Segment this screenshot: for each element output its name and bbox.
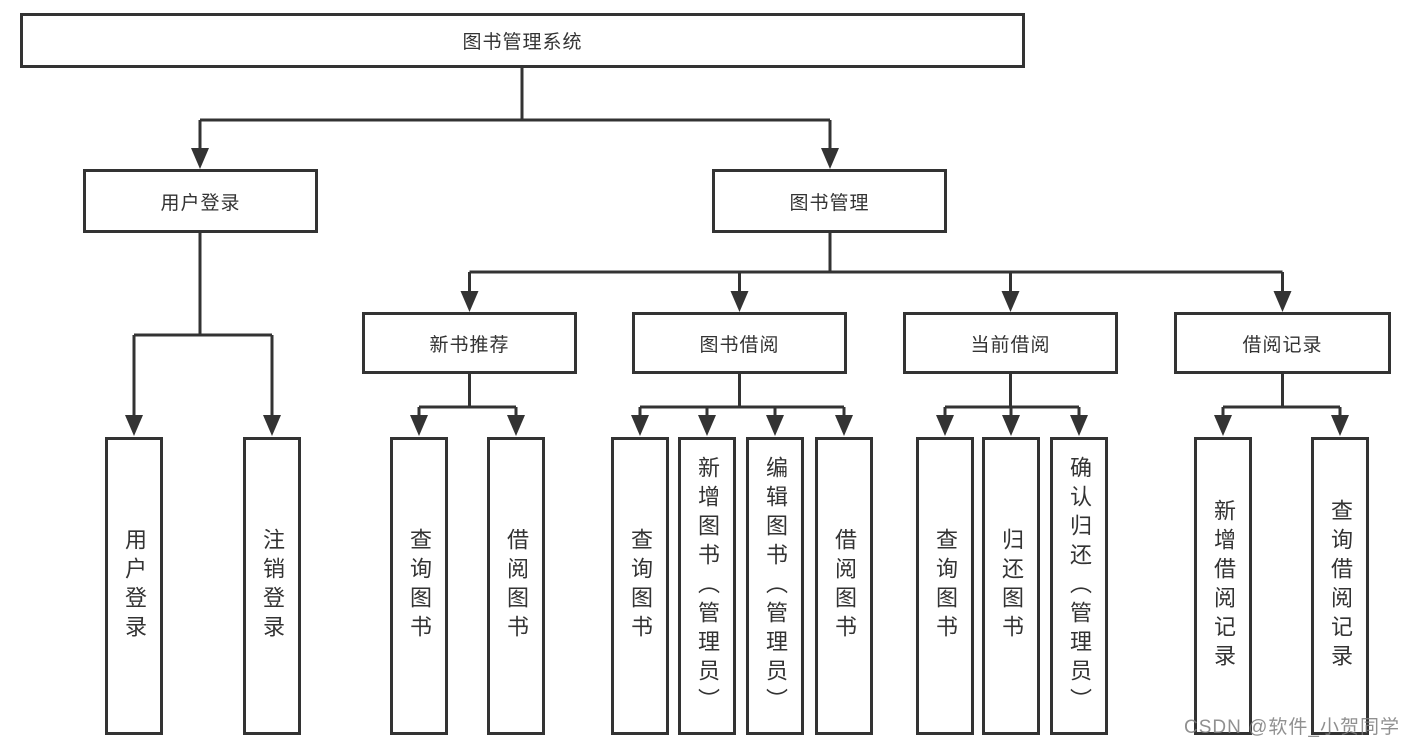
leaf-logout: 注销登录 bbox=[243, 437, 301, 735]
node-root-system: 图书管理系统 bbox=[20, 13, 1025, 68]
leaf-return-book: 归还图书 bbox=[982, 437, 1040, 735]
leaf-add-borrow-record: 新增借阅记录 bbox=[1194, 437, 1252, 735]
leaf-confirm-return-admin: 确认归还（管理员） bbox=[1050, 437, 1108, 735]
leaf-borrow-book: 借阅图书 bbox=[815, 437, 873, 735]
leaf-query-book-borrow: 查询图书 bbox=[611, 437, 669, 735]
node-new-book-recommend: 新书推荐 bbox=[362, 312, 577, 374]
leaf-query-book-recommend: 查询图书 bbox=[390, 437, 448, 735]
node-user-login: 用户登录 bbox=[83, 169, 318, 233]
arrowhead-icons bbox=[125, 148, 1349, 436]
leaf-query-book-current: 查询图书 bbox=[916, 437, 974, 735]
node-borrow-record: 借阅记录 bbox=[1174, 312, 1391, 374]
leaf-user-login: 用户登录 bbox=[105, 437, 163, 735]
leaf-borrow-book-recommend: 借阅图书 bbox=[487, 437, 545, 735]
node-book-borrow: 图书借阅 bbox=[632, 312, 847, 374]
leaf-query-borrow-record: 查询借阅记录 bbox=[1311, 437, 1369, 735]
node-current-borrow: 当前借阅 bbox=[903, 312, 1118, 374]
node-book-management: 图书管理 bbox=[712, 169, 947, 233]
leaf-edit-book-admin: 编辑图书（管理员） bbox=[746, 437, 804, 735]
csdn-watermark: CSDN @软件_小贺同学 bbox=[1184, 717, 1400, 738]
leaf-add-book-admin: 新增图书（管理员） bbox=[678, 437, 736, 735]
